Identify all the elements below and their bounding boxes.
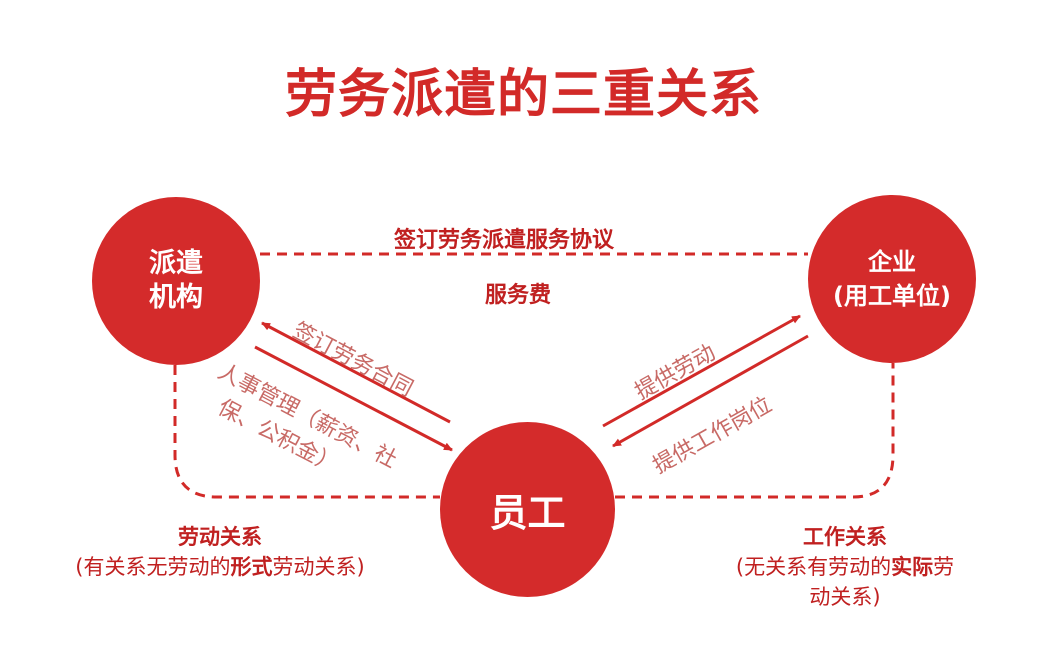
provide-labor-arrow xyxy=(602,314,801,428)
agency-node: 派遣 机构 xyxy=(92,197,260,365)
page-title: 劳务派遣的三重关系 xyxy=(284,65,762,125)
provide-post-arrow xyxy=(612,334,809,448)
work-relation-desc-post-line2: 动关系) xyxy=(809,585,881,609)
labor-relation-desc-emph: 形式 xyxy=(230,555,273,579)
labor-relation-heading: 劳动关系 xyxy=(178,525,262,549)
agreement-label: 签订劳务派遣服务协议 xyxy=(394,228,615,253)
agency-label-line1: 派遣 xyxy=(149,248,203,279)
enterprise-label-line2: (用工单位) xyxy=(833,282,951,310)
service-fee-label: 服务费 xyxy=(485,283,552,308)
labor-relation-caption: 劳动关系 (有关系无劳动的形式劳动关系) xyxy=(40,522,400,582)
labor-relation-desc-pre: (有关系无劳动的 xyxy=(75,555,231,579)
employee-label: 员工 xyxy=(489,491,566,535)
labor-relation-desc-post: 劳动关系) xyxy=(272,555,365,579)
work-relation-caption: 工作关系 (无关系有劳动的实际劳 动关系) xyxy=(700,522,990,612)
work-relation-desc-pre: (无关系有劳动的 xyxy=(735,555,892,579)
employee-node: 员工 xyxy=(440,422,615,597)
hr-management-arrow xyxy=(254,345,453,452)
enterprise-node: 企业 (用工单位) xyxy=(808,195,976,363)
work-relation-desc-emph: 实际 xyxy=(891,555,934,579)
outer-dashed-loop xyxy=(173,363,895,499)
agency-label-line2: 机构 xyxy=(149,282,203,313)
contract-arrow xyxy=(261,321,451,424)
enterprise-label-line1: 企业 xyxy=(868,248,916,276)
work-relation-desc-post-line1: 劳 xyxy=(933,555,955,579)
work-relation-heading: 工作关系 xyxy=(803,525,887,549)
